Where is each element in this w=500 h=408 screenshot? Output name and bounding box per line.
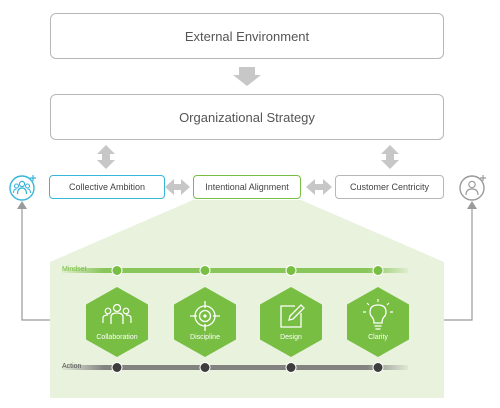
alignment-panel: [50, 200, 444, 398]
left-feedback-line: [21, 206, 50, 321]
customer-add-icon: [458, 173, 486, 201]
collaboration-label: Collaboration: [96, 334, 138, 341]
target-icon: [190, 301, 220, 331]
lightbulb-icon: [363, 299, 393, 330]
collective-ambition-box: Collective Ambition: [49, 175, 165, 199]
organizational-strategy-box: Organizational Strategy: [50, 94, 444, 140]
intentional-alignment-label: Intentional Alignment: [205, 182, 289, 192]
action-node: [111, 362, 123, 373]
clarity-label: Clarity: [368, 334, 388, 341]
customer-centricity-label: Customer Centricity: [349, 182, 430, 192]
down-arrow-icon: [233, 67, 261, 86]
mindset-node: [111, 265, 123, 276]
action-row-label: Action: [62, 363, 82, 370]
external-environment-label: External Environment: [184, 28, 310, 44]
action-node: [285, 362, 297, 373]
double-arrow-vertical-right: [381, 145, 399, 169]
team-add-icon: [8, 173, 36, 201]
left-feedback-arrowhead: [17, 201, 27, 209]
right-feedback-arrowhead: [467, 201, 477, 209]
design-hexagon: Design: [260, 287, 322, 357]
clarity-hexagon: Clarity: [347, 287, 409, 357]
design-label: Design: [280, 334, 302, 341]
customer-centricity-box: Customer Centricity: [335, 175, 444, 199]
double-arrow-horizontal-right: [306, 179, 332, 195]
action-node: [372, 362, 384, 373]
action-node: [199, 362, 211, 373]
pencil-icon: [280, 304, 305, 328]
mindset-row-label: Mindset: [62, 266, 87, 273]
external-environment-box: External Environment: [50, 13, 444, 59]
mindset-node: [372, 265, 384, 276]
collective-ambition-label: Collective Ambition: [68, 182, 146, 192]
discipline-label: Discipline: [190, 334, 220, 341]
double-arrow-horizontal-left: [165, 179, 190, 195]
right-feedback-line: [444, 206, 473, 321]
collaboration-hexagon: Collaboration: [86, 287, 148, 357]
organizational-strategy-label: Organizational Strategy: [179, 109, 315, 125]
mindset-line: [62, 268, 408, 273]
intentional-alignment-box: Intentional Alignment: [193, 175, 301, 199]
mindset-node: [199, 265, 211, 276]
action-line: [62, 365, 408, 370]
double-arrow-vertical-left: [97, 145, 115, 169]
mindset-node: [285, 265, 297, 276]
discipline-hexagon: Discipline: [174, 287, 236, 357]
people-icon: [102, 303, 132, 324]
